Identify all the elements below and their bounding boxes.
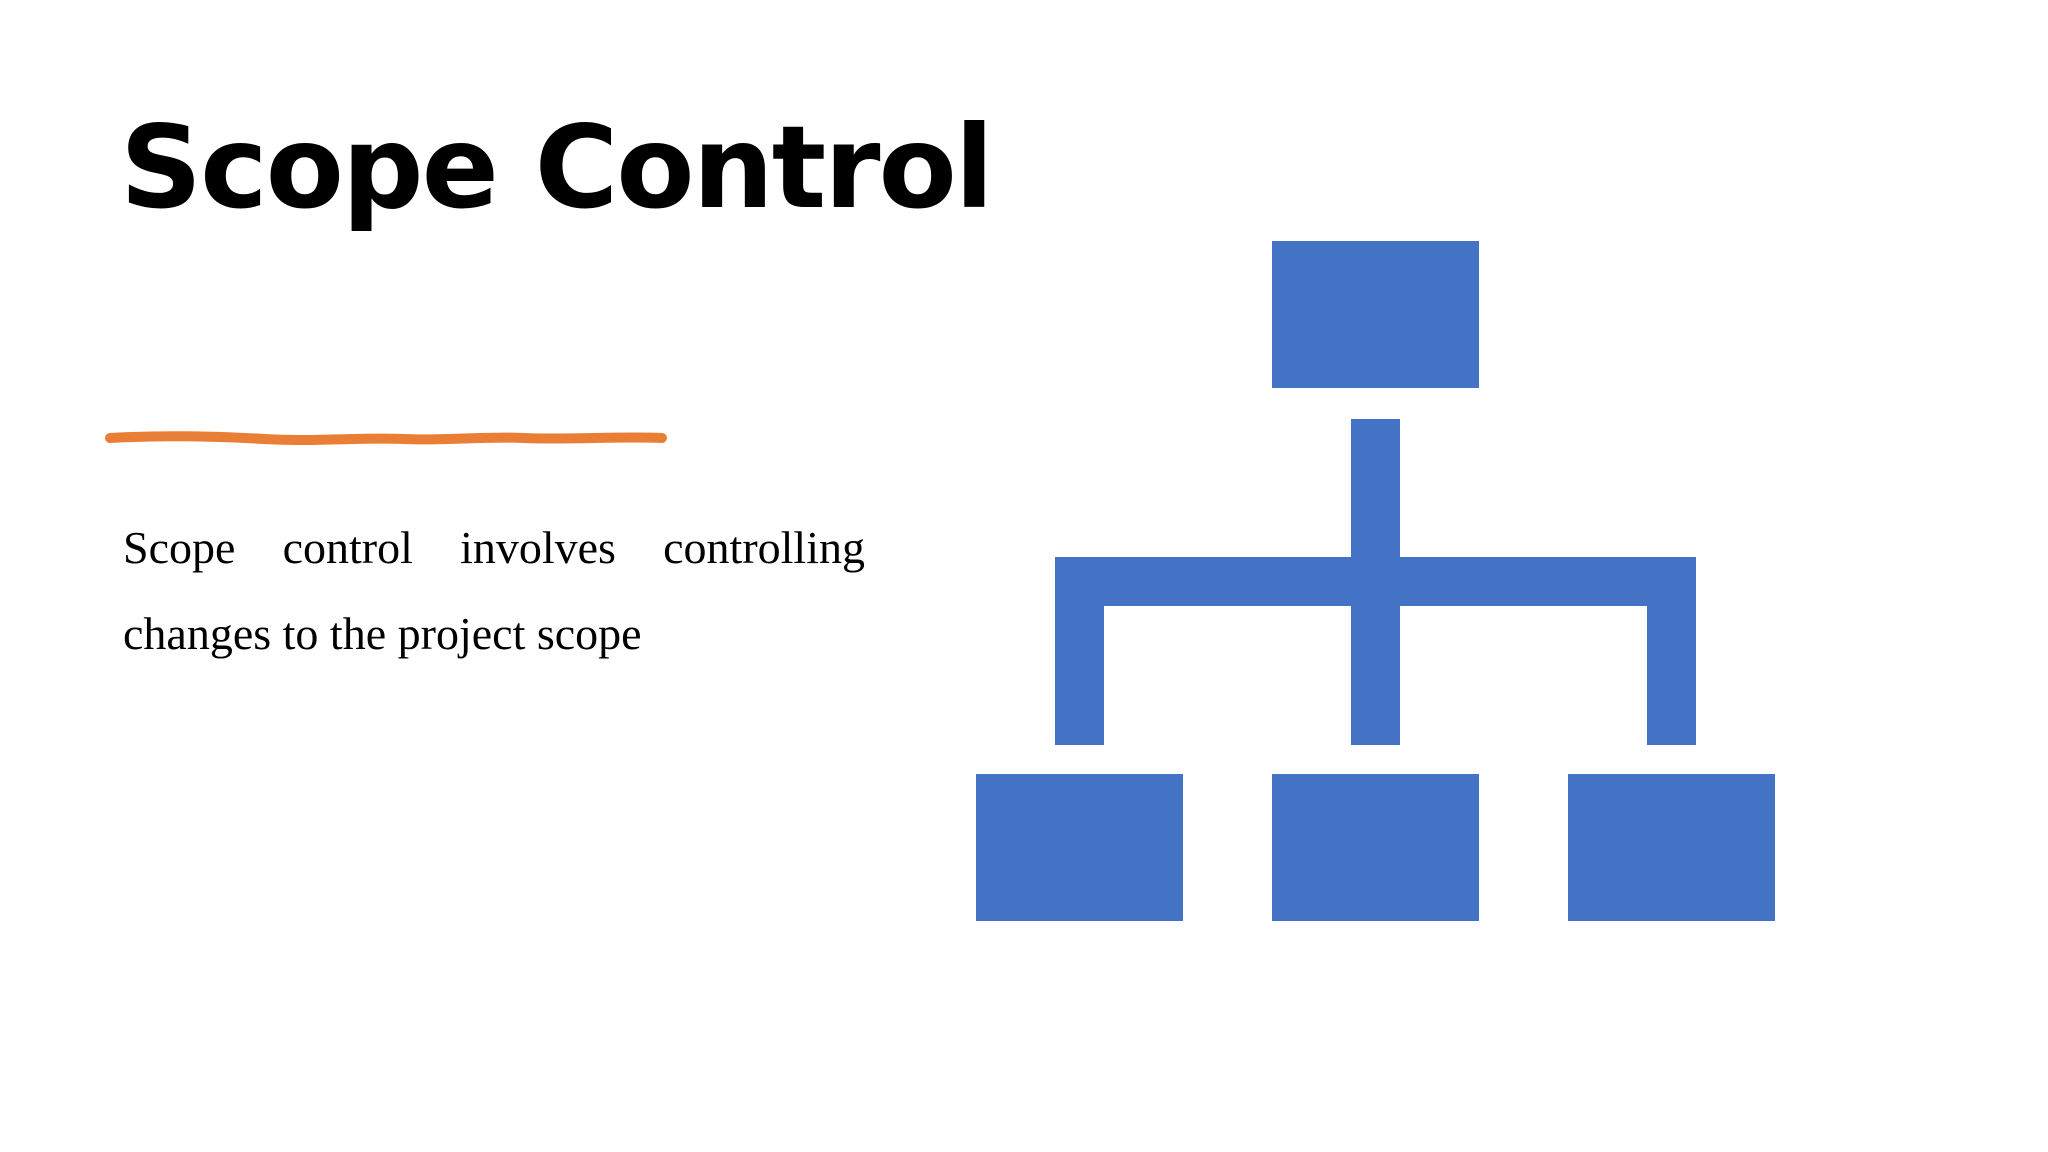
org-chart-child-box-left — [976, 774, 1183, 921]
accent-underline — [105, 431, 667, 445]
org-chart-child-box-right — [1568, 774, 1775, 921]
org-chart-top-box — [1272, 241, 1479, 388]
org-chart-left-drop — [1055, 557, 1104, 745]
body-text: Scope control involves controlling chang… — [123, 522, 865, 659]
org-chart-horizontal-bar — [1055, 557, 1696, 606]
slide-title: Scope Control — [120, 101, 994, 234]
org-chart-child-box-center — [1272, 774, 1479, 921]
org-chart-right-drop — [1647, 557, 1696, 745]
accent-underline-stroke — [105, 431, 667, 445]
